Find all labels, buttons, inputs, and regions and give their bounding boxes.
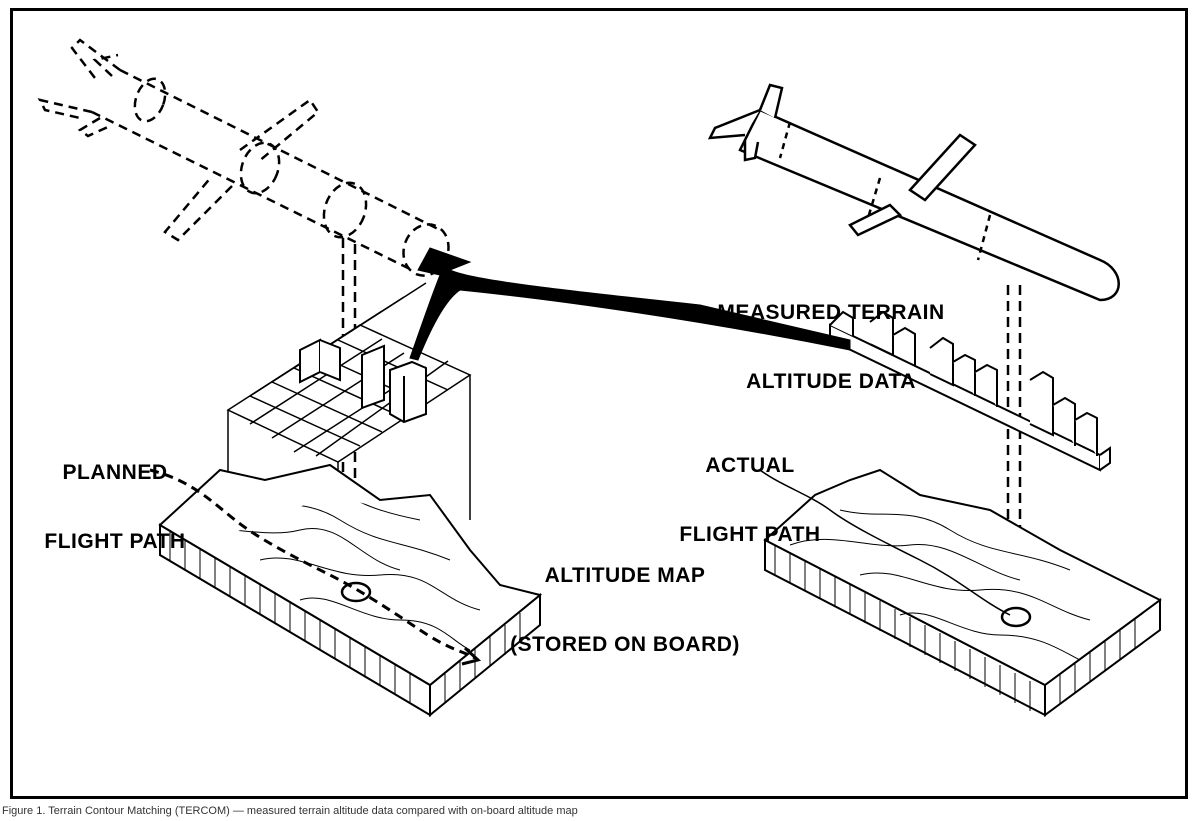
planned-flight-path-label-line2: FLIGHT PATH [44,530,186,553]
actual-missile [707,83,1120,302]
measured-terrain-label: MEASURED TERRAIN ALTITUDE DATA [696,255,966,416]
figure-caption: Figure 1. Terrain Contour Matching (TERC… [2,805,578,817]
actual-position-marker [1000,606,1032,628]
actual-flight-path-line [759,469,1011,616]
altitude-map-label: ALTITUDE MAP (STORED ON BOARD) [505,518,745,679]
altitude-map-bars [299,338,427,424]
planned-flight-path-line [149,468,476,660]
correlation-arrow [409,247,851,361]
measured-terrain-label-line1: MEASURED TERRAIN [717,301,945,324]
actual-terrain-block [763,468,1162,717]
actual-flight-path-label-line2: FLIGHT PATH [679,523,821,546]
actual-flight-path-label-line1: ACTUAL [705,454,795,477]
planned-terrain-block [158,463,543,718]
planned-flight-path-label-line1: PLANNED [62,461,168,484]
planned-flight-path-label: PLANNED FLIGHT PATH [30,415,200,576]
planned-missile-outline [37,38,450,277]
figure-frame [10,8,1188,799]
altitude-map-label-line2: (STORED ON BOARD) [510,633,740,656]
planned-path-arrowhead [461,646,482,666]
altitude-map-label-line1: ALTITUDE MAP [544,564,706,587]
planned-position-marker [340,581,372,603]
measured-terrain-label-line2: ALTITUDE DATA [746,370,916,393]
actual-drop-lines [1006,285,1022,610]
actual-flight-path-label: ACTUAL FLIGHT PATH [660,408,840,569]
